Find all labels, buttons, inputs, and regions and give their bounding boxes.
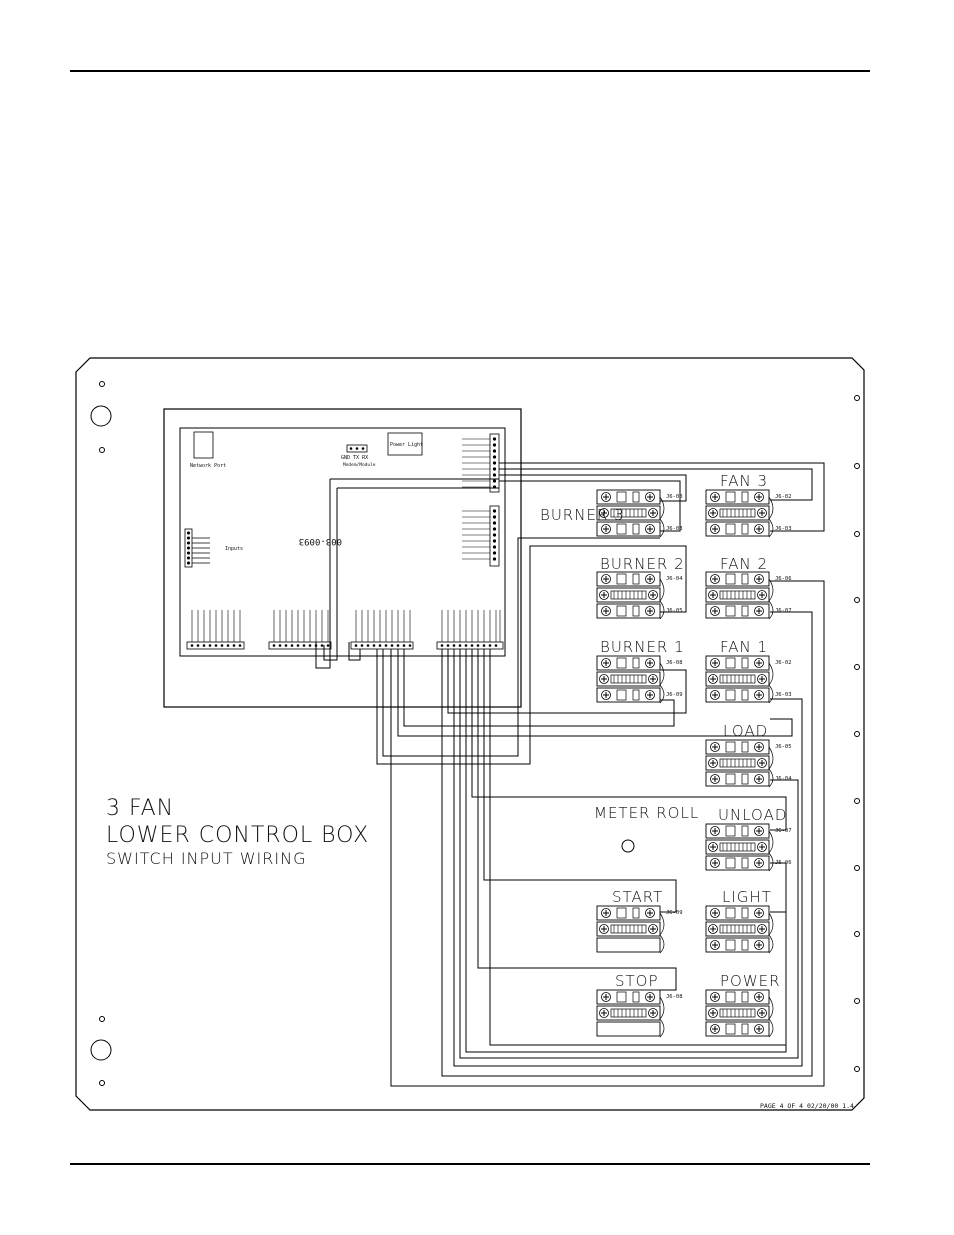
board-enclosure <box>163 408 522 708</box>
switch-label-stop: STOP <box>615 972 659 990</box>
switch-row <box>705 937 770 953</box>
gnd-tx-rx-label: GND TX RX <box>341 455 368 461</box>
serial-connector <box>346 444 368 453</box>
switch-label-burner2: BURNER 2 <box>600 555 685 573</box>
switch-row <box>705 855 770 871</box>
switch-row <box>596 1021 661 1037</box>
switch-row <box>705 505 770 521</box>
inputs-pins <box>186 531 210 565</box>
switch-row <box>705 771 770 787</box>
network-port <box>193 431 214 459</box>
switch-bottom-tag: J6-06 <box>775 860 792 866</box>
switch-top-tag: J6-00 <box>666 494 683 500</box>
switch-row <box>596 521 661 537</box>
power-light-label: Power Light <box>390 442 423 448</box>
switch-row <box>705 1021 770 1037</box>
switch-top-tag: J6-04 <box>666 576 683 582</box>
switch-row <box>705 755 770 771</box>
switch-label-power: POWER <box>720 972 781 990</box>
mount-holes-right <box>854 395 860 1072</box>
meter-roll-hole <box>621 839 635 853</box>
board-bottom-pins <box>190 644 498 647</box>
inputs-label: Inputs <box>225 546 243 552</box>
title-line-2: LOWER CONTROL BOX <box>106 823 369 848</box>
switch-bottom-tag: J6-09 <box>666 692 683 698</box>
circuit-board <box>179 427 506 657</box>
switch-label-fan1: FAN 1 <box>720 638 768 656</box>
switch-top-tag: J6-02 <box>775 494 792 500</box>
switch-row <box>705 603 770 619</box>
switch-bottom-tag: J6-03 <box>775 692 792 698</box>
switch-row <box>596 671 661 687</box>
board-bottom-pin-leads <box>191 610 501 642</box>
switch-top-tag: J6-07 <box>775 828 792 834</box>
network-port-label: Network Port <box>190 463 226 469</box>
switch-label-light: LIGHT <box>722 888 772 906</box>
switch-label-fan2: FAN 2 <box>720 555 768 573</box>
switch-row <box>596 505 661 521</box>
switch-row <box>596 603 661 619</box>
page-footer: PAGE 4 OF 4 02/20/00 1.4 <box>760 1102 854 1110</box>
switch-bottom-tag: J6-03 <box>775 526 792 532</box>
switch-row <box>705 687 770 703</box>
switch-top-tag: J6-05 <box>775 744 792 750</box>
switch-row <box>596 687 661 703</box>
switch-row <box>705 921 770 937</box>
modem-label: Modem/Module <box>343 462 376 468</box>
board-right-pins <box>462 437 497 561</box>
switch-row <box>705 1005 770 1021</box>
switch-power: POWER <box>705 972 781 1038</box>
switch-top-tag: J6-08 <box>666 660 683 666</box>
switch-top-tag: J6-02 <box>775 660 792 666</box>
switch-stop: STOP J6-08 <box>596 972 683 1038</box>
switch-row <box>705 671 770 687</box>
meter-roll-label: METER ROLL <box>594 804 699 822</box>
switch-top-tag: J6-08 <box>666 994 683 1000</box>
switch-row <box>596 921 661 937</box>
switch-row <box>705 521 770 537</box>
switch-row <box>596 587 661 603</box>
switch-top-tag: J6-06 <box>775 576 792 582</box>
title-line-1: 3 FAN <box>106 796 174 821</box>
switch-bottom-tag: J6-05 <box>666 608 683 614</box>
switch-label-fan3: FAN 3 <box>720 472 768 490</box>
wiring-harness <box>315 462 825 1087</box>
switch-bottom-tag: J6-04 <box>775 776 792 782</box>
switch-bottom-tag: J6-07 <box>775 608 792 614</box>
switch-label-unload: UNLOAD <box>718 806 787 824</box>
switch-row <box>705 587 770 603</box>
switch-label-load: LOAD <box>723 722 768 740</box>
panel-outline <box>75 357 865 1111</box>
board-part-number: 003-0093 <box>299 536 342 546</box>
switch-label-burner3: BURNER 3 <box>540 506 625 524</box>
serial-pins <box>349 447 365 450</box>
switch-row <box>705 839 770 855</box>
switch-row <box>596 937 661 953</box>
title-line-3: SWITCH INPUT WIRING <box>106 849 306 868</box>
switch-bottom-tag: J6-03 <box>666 526 683 532</box>
switch-row <box>596 1005 661 1021</box>
power-light-box <box>387 432 423 456</box>
mount-holes-left <box>90 381 112 1086</box>
switch-label-burner1: BURNER 1 <box>600 638 685 656</box>
board-bottom-connectors <box>186 641 504 650</box>
switch-light: LIGHT <box>705 888 774 954</box>
switch-top-tag: J6-09 <box>666 910 683 916</box>
switch-label-start: START <box>612 888 663 906</box>
